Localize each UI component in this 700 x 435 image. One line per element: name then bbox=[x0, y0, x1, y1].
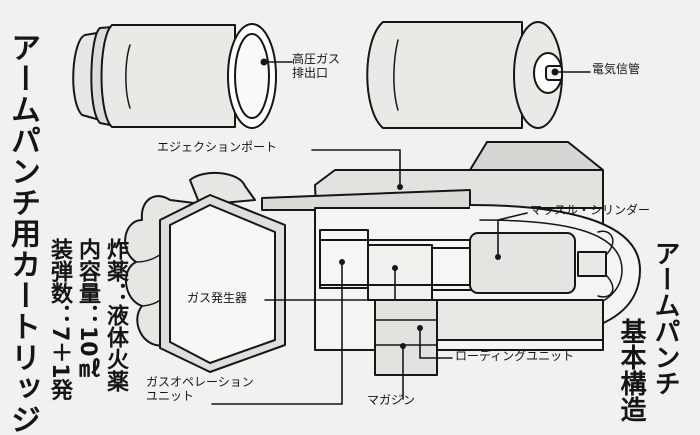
label-muscle-cylinder: マッスル・シリンダー bbox=[530, 203, 651, 217]
diagram-heading-line2: 基本構造 bbox=[616, 318, 646, 422]
label-loading-unit: ローディングユニット bbox=[455, 349, 575, 363]
cartridge-spec-explosive: 炸薬：液体火薬 bbox=[103, 238, 128, 392]
leader-dots bbox=[339, 184, 501, 349]
label-gas-exhaust-line1: 高圧ガス bbox=[292, 52, 341, 66]
label-gas-operation-unit: ガスオペレーション ユニット bbox=[146, 375, 254, 404]
arm-punch-illustration bbox=[124, 141, 641, 376]
label-ejection-port: エジェクションポート bbox=[157, 140, 278, 154]
cartridge-title: アームパンチ用カートリッジ bbox=[5, 32, 40, 435]
label-gas-exhaust: 高圧ガス 排出口 bbox=[292, 52, 340, 81]
label-magazine: マガジン bbox=[367, 393, 416, 407]
label-gas-exhaust-line2: 排出口 bbox=[292, 66, 329, 81]
leader-lines bbox=[211, 61, 591, 405]
label-gas-operation-line1: ガスオペレーション bbox=[146, 375, 254, 389]
label-detonator: 電気信管 bbox=[592, 62, 641, 76]
cartridge-illustration-open bbox=[72, 23, 277, 129]
label-gas-operation-line2: ユニット bbox=[146, 389, 195, 404]
diagram-heading-line1: アームパンチ bbox=[650, 240, 680, 396]
cartridge-spec-capacity: 内容量：10㎖ bbox=[75, 238, 100, 379]
cartridge-spec-rounds: 装弾数：7＋1発 bbox=[47, 238, 72, 401]
label-gas-generator: ガス発生器 bbox=[187, 291, 248, 305]
cartridge-illustration-closed bbox=[366, 21, 563, 129]
